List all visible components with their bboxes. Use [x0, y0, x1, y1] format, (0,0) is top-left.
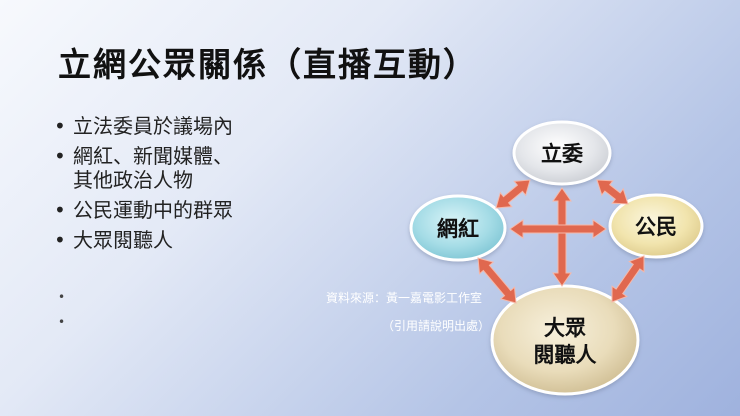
influencer-node: [409, 194, 507, 262]
citation-note: （引用請說明出處）: [382, 319, 491, 333]
bullet-item-influencers-text: 網紅、新聞媒體、其他政治人物: [73, 144, 233, 192]
slide-title: 立網公眾關係（直播互動）: [58, 45, 478, 84]
bullet-item-public: 大眾閱聽人: [54, 228, 304, 252]
source-citation: 資料來源：黃一嘉電影工作室: [326, 291, 483, 305]
public-label-line1: 大眾: [544, 316, 586, 340]
public-label-line2: 閱聽人: [534, 343, 597, 367]
citizen-node: [608, 193, 704, 259]
bullet-item-citizens: 公民運動中的群眾: [54, 198, 304, 222]
arrow-influencer-citizen: [509, 219, 607, 239]
arrow-legislator-citizen: [596, 179, 629, 205]
bullet-item-legislators: 立法委員於議場內: [54, 114, 304, 138]
bullet-item-influencers: 網紅、新聞媒體、其他政治人物: [54, 144, 304, 192]
bullet-list: 立法委員於議場內 網紅、新聞媒體、其他政治人物 公民運動中的群眾 大眾閱聽人: [54, 114, 304, 258]
arrow-citizen-public: [611, 255, 645, 303]
empty-bullet-1: •: [58, 290, 66, 304]
arrow-influencer-public: [477, 257, 517, 304]
legislator-label: 立委: [541, 142, 583, 166]
arrows-group: [477, 179, 645, 304]
public-node: [490, 284, 640, 396]
citizen-label: 公民: [635, 215, 677, 239]
legislator-node: [512, 120, 612, 186]
empty-bullet-2: •: [58, 315, 66, 329]
influencer-label: 網紅: [437, 217, 479, 241]
arrow-legislator-influencer: [495, 179, 531, 209]
arrow-legislator-public: [552, 187, 572, 287]
